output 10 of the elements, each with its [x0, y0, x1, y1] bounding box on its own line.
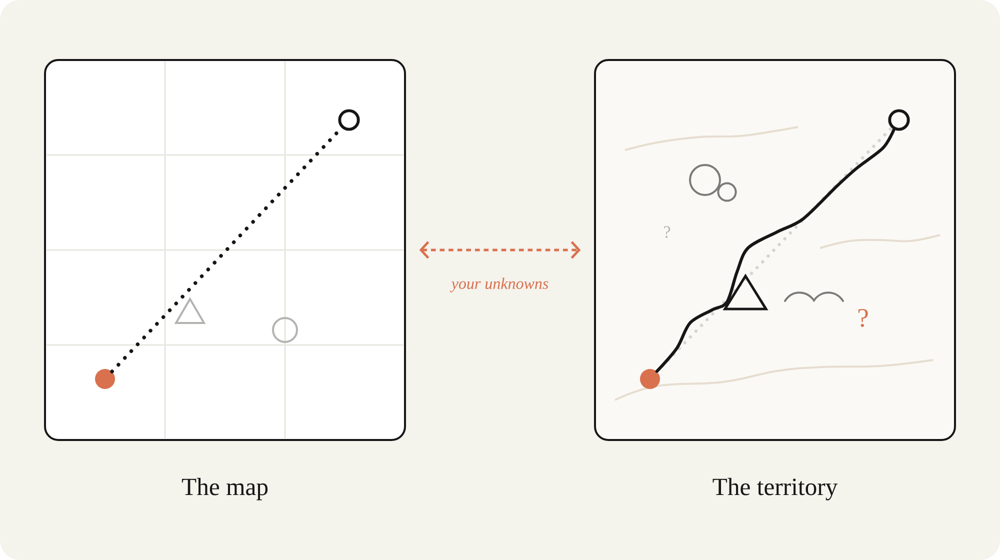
- question-mark: ?: [858, 308, 868, 327]
- panel-caption: The map: [182, 478, 268, 500]
- panel-caption: The territory: [712, 478, 838, 500]
- end-ring: [338, 109, 360, 131]
- question-mark: ?: [664, 226, 670, 238]
- start-dot: [95, 369, 115, 389]
- end-ring: [888, 109, 910, 131]
- edge-label: your unknowns: [448, 275, 552, 295]
- start-dot: [640, 369, 660, 389]
- double-arrow: [419, 241, 581, 259]
